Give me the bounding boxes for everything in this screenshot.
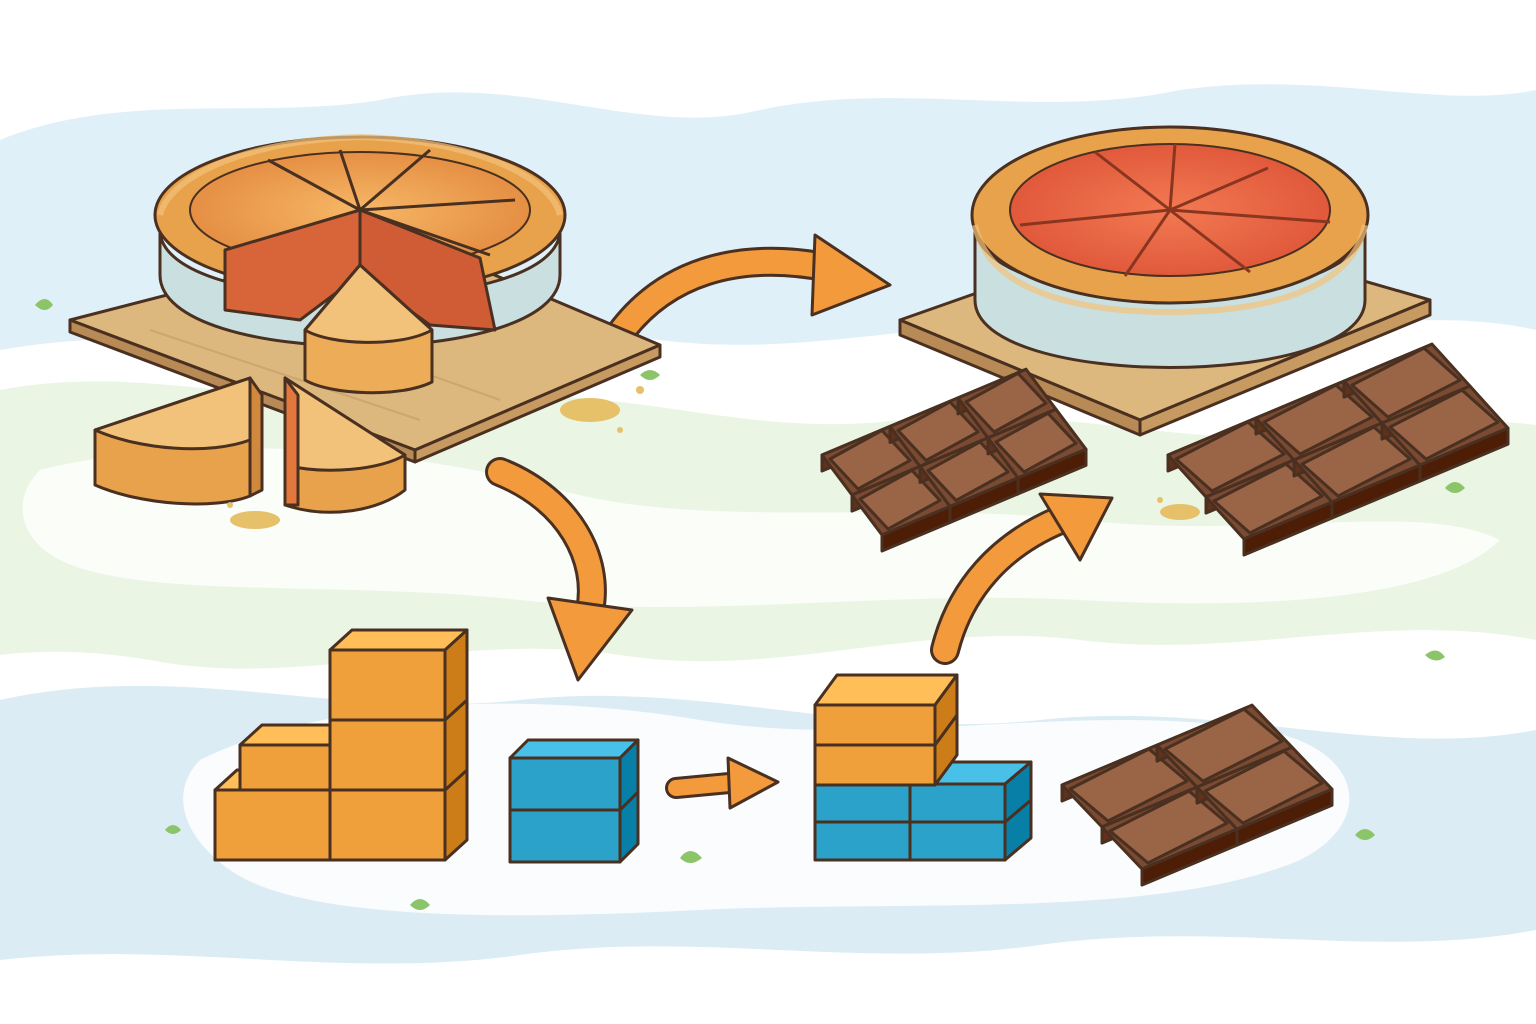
chocolate-bar-icon-1 (820, 367, 1088, 553)
chocolate-piece-highlight (926, 440, 1010, 502)
chocolate-piece-highlight (1300, 425, 1412, 498)
chocolate-bar-icon-2 (1166, 342, 1510, 557)
orange-block-icon-front (213, 788, 332, 862)
chocolate-piece-highlight (994, 411, 1078, 474)
orange-block-icon-front (328, 718, 447, 792)
blue-block-icon-front (508, 756, 622, 812)
blue-block-icon-front (813, 782, 912, 824)
chocolate-piece-highlight (964, 371, 1048, 434)
crumbs (227, 386, 1200, 529)
orange-block-icon-front (328, 648, 447, 722)
pie-slice-icon-left (93, 376, 264, 506)
chocolate-piece-highlight (1163, 707, 1284, 783)
arrow-icon-middle (665, 756, 780, 810)
arrow-icon-top (597, 233, 892, 360)
chocolate-piece-highlight (1108, 789, 1229, 865)
chocolate-piece-highlight (858, 468, 942, 531)
pie-slice-icon-right (283, 376, 407, 514)
leaf-decorations (35, 299, 1465, 910)
chocolate-piece-highlight (1262, 383, 1374, 456)
chocolate-piece-highlight (1388, 388, 1500, 461)
chocolate-piece-highlight (1203, 749, 1324, 825)
sliced-pie-icon (153, 133, 567, 395)
arrow-icon-down (485, 457, 634, 682)
blue-block-icon-front (908, 782, 1007, 824)
chocolate-piece-highlight (1174, 420, 1286, 493)
arrow-icon-up (930, 492, 1114, 665)
blue-block-icon-top (508, 738, 640, 760)
chocolate-piece-edge (1418, 426, 1510, 483)
chocolate-piece-highlight (828, 428, 912, 491)
chocolate-piece-edge (1235, 787, 1334, 847)
orange-block-icon-top (813, 673, 959, 707)
blue-block-icon-front (908, 820, 1007, 862)
orange-block-icon-front (238, 743, 332, 792)
whole-pie-icon (970, 125, 1370, 369)
chocolate-piece-highlight (896, 400, 980, 462)
chocolate-bar-icon-3 (1060, 703, 1334, 887)
chocolate-piece-highlight (1350, 346, 1462, 419)
blue-block-stack (508, 738, 640, 864)
orange-block-icon-front (813, 743, 937, 787)
chocolate-piece-highlight (1212, 462, 1324, 535)
chocolate-piece-edge (1016, 447, 1088, 496)
orange-block-icon-front (813, 703, 937, 747)
orange-block-stack (213, 628, 469, 862)
orange-block-icon-front (328, 788, 447, 862)
blue-block-icon-front (813, 820, 912, 862)
combined-block-stack (813, 673, 1033, 862)
blue-block-icon-front (508, 808, 622, 864)
chocolate-piece-highlight (1068, 747, 1189, 823)
